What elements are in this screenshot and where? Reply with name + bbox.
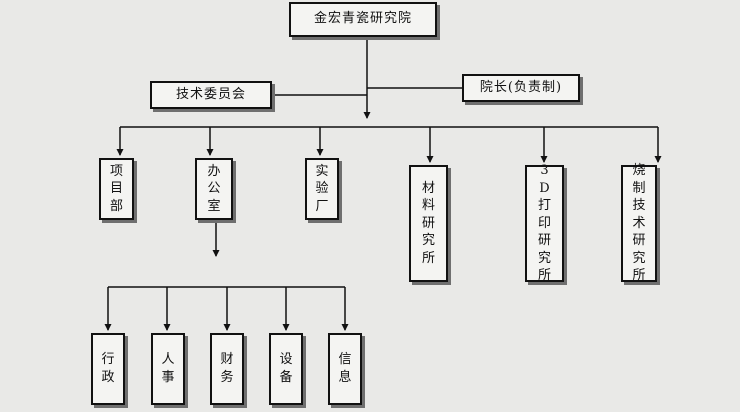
office-unit-box-hr: 人事 bbox=[151, 333, 185, 405]
dept-box-firing-tech: 烧制技术研究所 bbox=[621, 163, 657, 284]
office-unit-label-equipment: 设备 bbox=[279, 352, 293, 385]
dept-label-lab-factory: 实验厂 bbox=[315, 163, 329, 214]
dept-label-3d-printing: 3D打印研究所 bbox=[537, 163, 551, 284]
office-unit-box-finance: 财务 bbox=[210, 333, 244, 405]
dept-box-project: 项目部 bbox=[99, 158, 134, 220]
dept-label-project: 项目部 bbox=[109, 163, 123, 214]
dept-label-office: 办公室 bbox=[207, 163, 221, 214]
dept-label-firing-tech: 烧制技术研究所 bbox=[632, 163, 646, 284]
committee-label: 技术委员会 bbox=[175, 86, 246, 102]
office-unit-label-admin: 行政 bbox=[101, 352, 115, 385]
director-box: 院长(负责制) bbox=[462, 74, 580, 102]
root-box: 金宏青瓷研究院 bbox=[289, 2, 437, 37]
office-unit-box-equipment: 设备 bbox=[269, 333, 303, 405]
root-label: 金宏青瓷研究院 bbox=[313, 11, 412, 27]
director-label: 院长(负责制) bbox=[479, 79, 563, 95]
office-unit-label-info: 信息 bbox=[338, 352, 352, 385]
dept-box-office: 办公室 bbox=[195, 158, 233, 220]
office-unit-label-finance: 财务 bbox=[220, 352, 234, 385]
dept-box-materials: 材料研究所 bbox=[409, 165, 448, 282]
committee-box: 技术委员会 bbox=[150, 81, 272, 109]
dept-box-lab-factory: 实验厂 bbox=[305, 158, 339, 220]
dept-box-3d-printing: 3D打印研究所 bbox=[525, 163, 564, 284]
office-unit-box-info: 信息 bbox=[328, 333, 362, 405]
dept-label-materials: 材料研究所 bbox=[421, 180, 435, 266]
office-unit-box-admin: 行政 bbox=[91, 333, 125, 405]
office-unit-label-hr: 人事 bbox=[161, 352, 175, 385]
